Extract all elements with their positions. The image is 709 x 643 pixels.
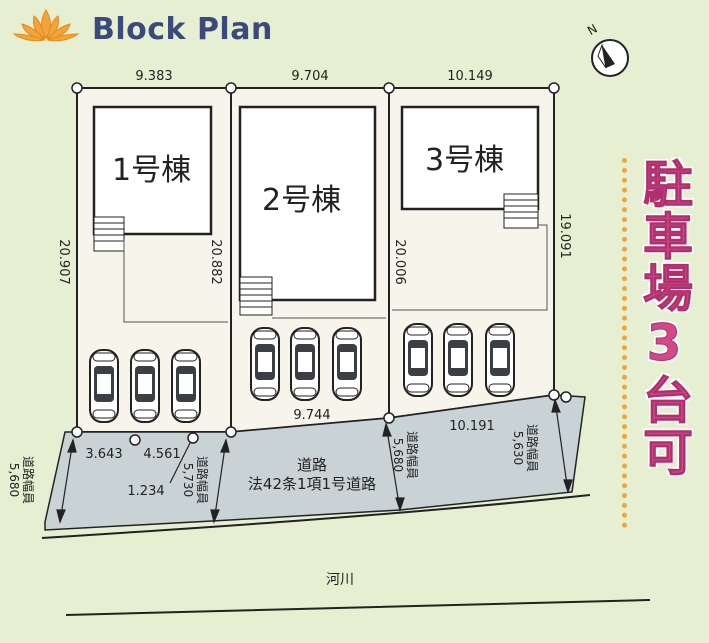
boundary-markers: [71, 82, 572, 446]
parking-cars: [89, 323, 515, 423]
lotus-icon: [12, 9, 80, 42]
dimension-arrows: [56, 398, 573, 524]
boundary-marker: [129, 434, 141, 446]
lot1-road-segment-c: 1.234: [127, 484, 164, 499]
frontage-lot-3: 10.149: [447, 69, 493, 84]
road-width-4: 道路幅員 5,630: [511, 424, 540, 472]
road-area: [44, 394, 586, 531]
road-width-1: 道路幅員 5,680: [7, 456, 36, 504]
entry-step-1: [93, 216, 125, 252]
building-label-1: 1号棟: [112, 153, 191, 188]
parked-car-icon: [250, 327, 280, 401]
road-width-2: 道路幅員 5,730: [181, 456, 210, 504]
svg-text:道路幅員: 道路幅員: [21, 456, 36, 504]
parked-car-icon: [290, 327, 320, 401]
boundary-marker: [383, 412, 395, 424]
svg-text:5,630: 5,630: [511, 431, 525, 465]
road-frontage-lot-3: 10.191: [449, 419, 495, 434]
header: Block Plan: [10, 6, 310, 48]
boundary-marker: [225, 82, 237, 94]
svg-text:5,680: 5,680: [7, 463, 21, 497]
building-label-2: 2号棟: [262, 183, 341, 218]
parked-car-icon: [443, 323, 473, 397]
parking-note-text: 駐車場3台可: [635, 158, 694, 479]
parked-car-icon: [171, 349, 201, 423]
building-2: [238, 105, 377, 302]
frontage-lot-2: 9.704: [291, 69, 328, 84]
road-frontage-lot-2: 9.744: [293, 408, 330, 423]
parked-car-icon: [485, 323, 515, 397]
boundary-marker: [225, 426, 237, 438]
depth-lot-3-right: 19.091: [557, 213, 572, 259]
parking-note: 駐車場3台可: [614, 158, 694, 528]
svg-text:5,730: 5,730: [181, 463, 195, 497]
building-label-3: 3号棟: [425, 143, 504, 178]
lot1-road-segment-b: 4.561: [143, 447, 180, 462]
svg-text:5,680: 5,680: [391, 438, 405, 472]
boundary-marker: [71, 426, 83, 438]
parked-car-icon: [89, 349, 119, 423]
building-1: [92, 105, 213, 236]
river-label: 河川: [326, 572, 354, 588]
river-edge: [65, 599, 651, 616]
road-edge-upper: [41, 494, 591, 539]
depth-lot-2-right: 20.006: [392, 239, 407, 285]
boundary-marker: [548, 82, 560, 94]
page-title: Block Plan: [92, 12, 273, 47]
boundary-marker: [560, 391, 572, 403]
walkway-lines: [123, 224, 548, 323]
depth-lot-1-right: 20.882: [208, 239, 223, 285]
boundary-marker: [383, 82, 395, 94]
depth-lot-1-left: 20.907: [56, 239, 71, 285]
entry-step-3: [503, 193, 539, 229]
building-3: [400, 105, 540, 211]
boundary-marker: [71, 82, 83, 94]
parked-car-icon: [130, 349, 160, 423]
svg-text:道路幅員: 道路幅員: [195, 456, 210, 504]
road-width-3: 道路幅員 5,680: [391, 431, 420, 479]
frontage-lot-1: 9.383: [135, 69, 172, 84]
parked-car-icon: [403, 323, 433, 397]
boundary-marker: [548, 389, 560, 401]
north-compass-icon: N: [585, 21, 629, 77]
entry-step-2: [239, 276, 273, 316]
dotted-divider: [622, 158, 627, 528]
lot1-road-segment-a: 3.643: [85, 447, 122, 462]
svg-text:道路幅員: 道路幅員: [525, 424, 540, 472]
road-type: 法42条1項1号道路: [248, 475, 376, 493]
road-name: 道路: [297, 456, 327, 474]
svg-text:道路幅員: 道路幅員: [405, 431, 420, 479]
boundary-marker: [187, 432, 199, 444]
compass-north-label: N: [585, 21, 600, 38]
parked-car-icon: [332, 327, 362, 401]
